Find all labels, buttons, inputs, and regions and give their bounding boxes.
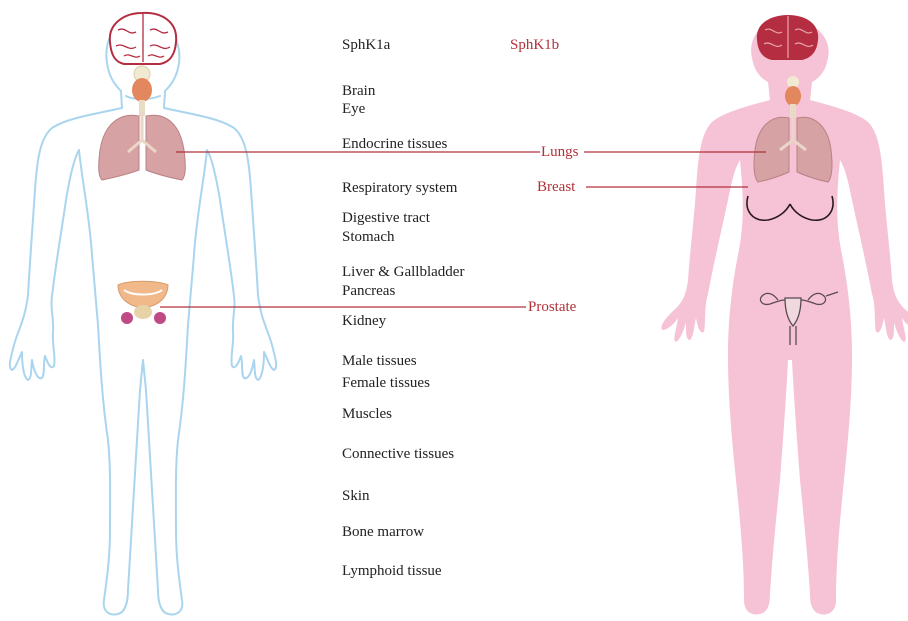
prostate-icon	[118, 281, 168, 324]
lungs-icon	[99, 112, 186, 180]
tissue-label: Bone marrow	[342, 524, 424, 541]
sphk1b-lungs-label: Lungs	[541, 144, 579, 161]
sphk1b-prostate-label: Prostate	[528, 299, 576, 316]
tissue-label: Connective tissues	[342, 446, 454, 463]
connector-lines	[160, 152, 766, 307]
sphk1b-breast-label: Breast	[537, 179, 575, 196]
tissue-label: Brain	[342, 83, 375, 100]
thyroid-icon	[132, 66, 152, 116]
sphk1b-header: SphK1b	[510, 37, 559, 54]
tissue-label: Liver & Gallbladder	[342, 264, 464, 281]
tissue-label: Respiratory system	[342, 180, 457, 197]
brain-icon	[110, 13, 176, 64]
sphk1a-header: SphK1a	[342, 37, 390, 54]
tissue-label: Pancreas	[342, 283, 395, 300]
female-body-silhouette	[661, 20, 908, 614]
tissue-label: Skin	[342, 488, 370, 505]
tissue-label: Stomach	[342, 229, 395, 246]
tissue-label: Kidney	[342, 313, 386, 330]
brain-icon	[757, 15, 818, 60]
tissue-label: Lymphoid tissue	[342, 563, 442, 580]
tissue-label: Digestive tract	[342, 210, 430, 227]
tissue-label: Eye	[342, 101, 365, 118]
tissue-label: Female tissues	[342, 375, 430, 392]
tissue-label: Male tissues	[342, 353, 417, 370]
tissue-label: Muscles	[342, 406, 392, 423]
tissue-label: Endocrine tissues	[342, 136, 447, 153]
